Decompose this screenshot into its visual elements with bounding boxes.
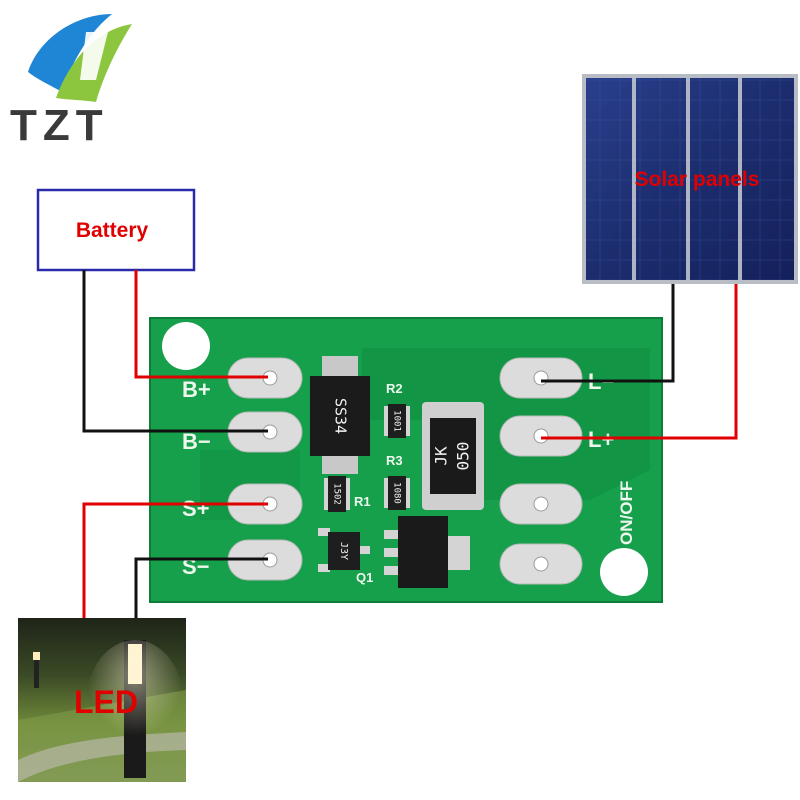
battery-box: Battery: [36, 188, 196, 272]
resistor-r2: R2 1001: [384, 381, 410, 438]
resistor-ref: R1: [354, 494, 371, 509]
pad-label: B+: [182, 377, 211, 402]
wires: [82, 270, 738, 618]
fuse-marking-2: 050: [454, 442, 473, 471]
wire-led-negative: [134, 557, 268, 618]
fuse-jk050: JK 050: [422, 402, 484, 510]
brand-logo: TZT: [10, 14, 132, 150]
pad-l-plus: [499, 415, 583, 457]
wire-solar-negative: [541, 284, 675, 383]
resistor-marking: 1080: [392, 482, 402, 504]
switch-label: ON/OFF: [617, 481, 636, 545]
solar-panel-image: Solar panels: [582, 74, 798, 284]
led-photo: LED: [18, 618, 186, 782]
pad-switch-1: [499, 483, 583, 525]
transistor-q1: J3Y Q1: [318, 528, 373, 585]
resistor-r1: 1502 R1: [324, 476, 371, 512]
wire-led-positive: [82, 502, 268, 618]
fuse-marking-1: JK: [432, 446, 451, 466]
pcb-board: B+ B− S+ S− L− L+ ON/OFF SS34 R2 1001 R3: [149, 317, 663, 603]
resistor-marking: 1001: [392, 410, 402, 432]
mosfet: [384, 516, 470, 588]
transistor-ref: Q1: [356, 570, 373, 585]
resistor-ref: R2: [386, 381, 403, 396]
diode-marking: SS34: [332, 398, 350, 434]
wire-battery-negative: [82, 270, 268, 433]
led-label: LED: [74, 684, 138, 720]
resistor-r3: R3 1080: [384, 453, 410, 510]
pad-l-minus: [499, 357, 583, 399]
diode-ss34: SS34: [310, 356, 370, 474]
pad-switch-2: [499, 543, 583, 585]
mounting-hole: [162, 322, 210, 370]
wire-battery-positive: [134, 270, 268, 379]
solar-panel-label: Solar panels: [635, 168, 760, 191]
battery-label: Battery: [76, 219, 149, 242]
resistor-marking: 1502: [332, 483, 342, 505]
transistor-marking: J3Y: [338, 542, 349, 560]
pad-label: B−: [182, 429, 211, 454]
mounting-hole: [600, 548, 648, 596]
pad-label: S+: [182, 496, 210, 521]
resistor-ref: R3: [386, 453, 403, 468]
logo-text: TZT: [10, 101, 109, 150]
wire-solar-positive: [541, 284, 738, 440]
